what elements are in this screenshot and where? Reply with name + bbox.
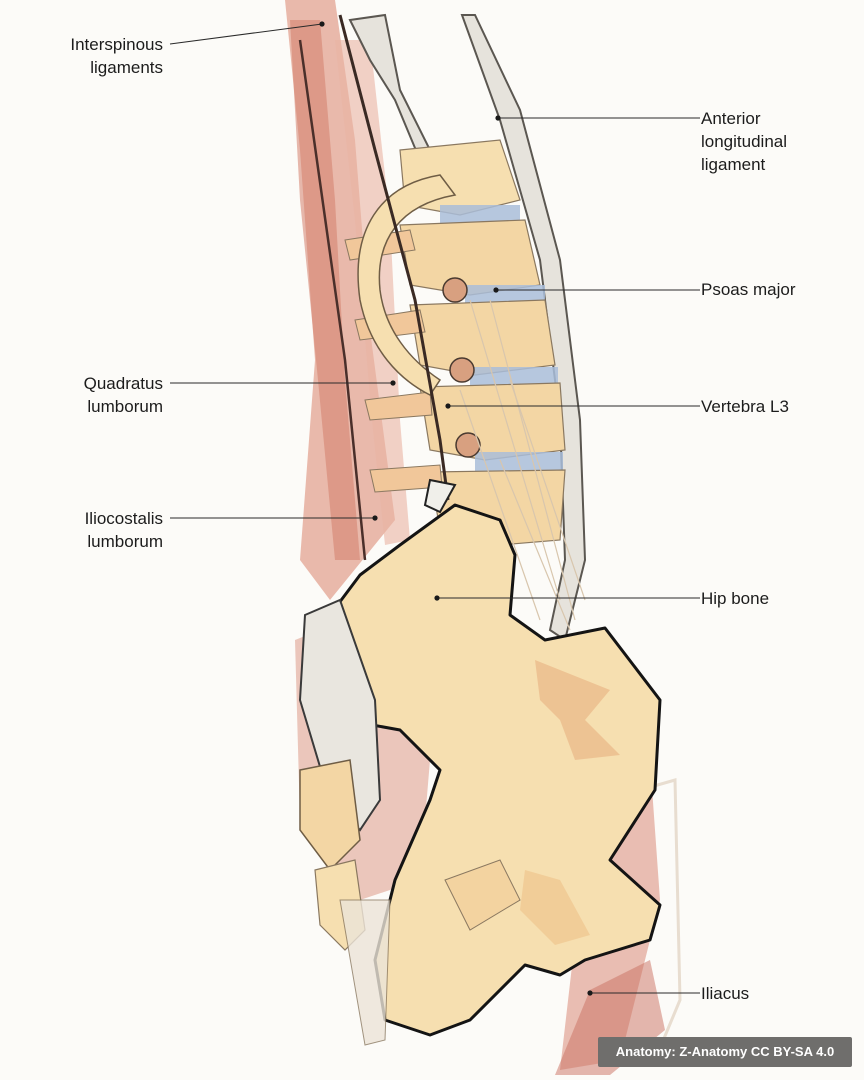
leader-dots <box>319 21 593 996</box>
psoas-fibres <box>459 299 586 631</box>
label-line: longitudinal <box>701 132 788 151</box>
hip-bone <box>318 503 662 1037</box>
label-line: Anterior <box>701 109 761 128</box>
label-line: lumborum <box>87 532 163 551</box>
leader-lines <box>169 23 700 994</box>
vertebral-column <box>338 14 566 546</box>
label-anterior-longitudinal-ligament: Anterior longitudinal ligament <box>701 107 787 176</box>
label-iliacus: Iliacus <box>701 982 749 1005</box>
label-interspinous-ligaments: Interspinous ligaments <box>70 33 163 79</box>
label-line: Iliacus <box>701 984 750 1003</box>
label-line: ligaments <box>90 58 163 77</box>
label-line: Iliocostalis <box>84 509 163 528</box>
label-line: Interspinous <box>70 35 163 54</box>
attribution-badge: Anatomy: Z-Anatomy CC BY-SA 4.0 <box>598 1037 852 1067</box>
label-vertebra-l3: Vertebra L3 <box>701 395 789 418</box>
label-hip-bone: Hip bone <box>701 587 769 610</box>
label-line: Quadratus <box>83 374 163 393</box>
sacrum <box>298 478 457 1046</box>
label-quadratus-lumborum: Quadratus lumborum <box>84 372 163 418</box>
label-psoas-major: Psoas major <box>701 278 795 301</box>
label-line: lumborum <box>87 397 163 416</box>
label-line: Vertebra L3 <box>701 397 789 416</box>
label-line: Psoas major <box>701 280 796 299</box>
label-iliocostalis-lumborum: Iliocostalis lumborum <box>85 507 163 553</box>
label-line: Hip bone <box>701 589 770 608</box>
label-line: ligament <box>701 155 766 174</box>
